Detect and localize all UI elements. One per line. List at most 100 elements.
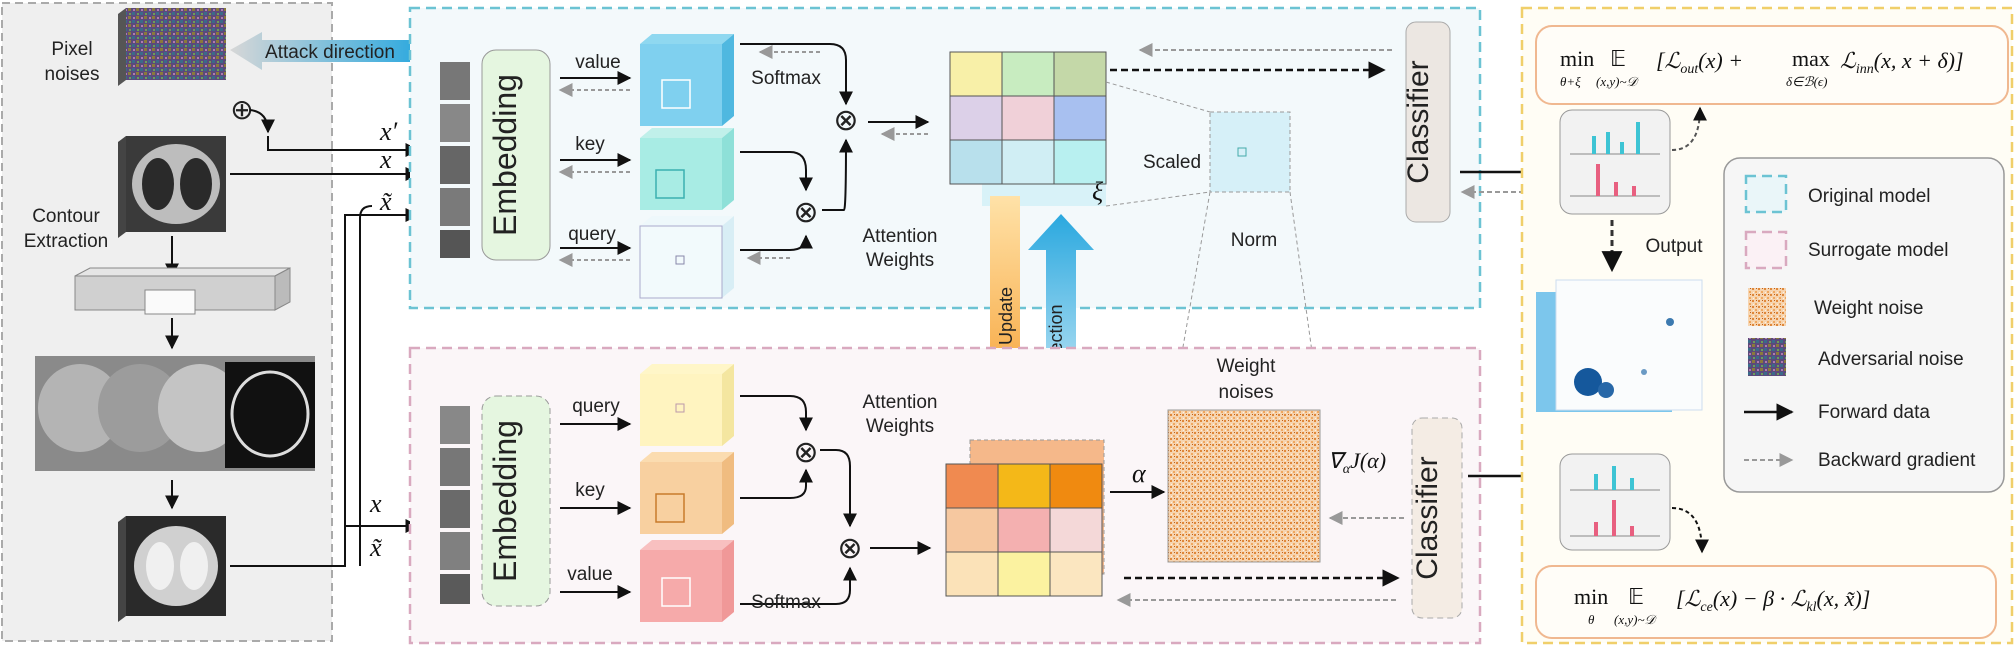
top-formula-body-1: [ℒout(x) + — [1656, 48, 1743, 77]
top-token-images — [440, 62, 470, 258]
bottom-classifier-box — [1411, 417, 1463, 619]
bottom-otimes-lower: ⊗ — [837, 532, 862, 565]
top-attention-weights-1: Attention — [863, 226, 938, 247]
legend-swatch-weight-noise — [1748, 288, 1786, 326]
top-formula-box — [1535, 25, 2009, 105]
top-formula-min: min — [1560, 46, 1594, 71]
bottom-attention-weights-2: Weights — [866, 416, 934, 437]
top-otimes-upper: ⊗ — [833, 104, 858, 137]
top-formula-body-2: ℒinn(x, x + δ)] — [1840, 48, 1964, 77]
input-lines — [230, 136, 420, 567]
top-value-cube — [640, 34, 734, 126]
gradient-label: ∇αJ(α) — [1328, 448, 1386, 477]
gradient-rest: J(α) — [1350, 448, 1386, 473]
top-formula-min-sub: θ+ξ — [1560, 74, 1581, 89]
legend-forward: Forward data — [1818, 402, 1930, 423]
legend-swatch-original — [1744, 174, 1788, 214]
top-value-label: value — [575, 52, 620, 73]
bottom-formula-box — [1535, 565, 1997, 639]
bottom-value-cube — [640, 540, 734, 622]
bottom-embedding-label: Embedding — [487, 420, 523, 582]
top-formula-max: max — [1792, 46, 1830, 71]
output-heatmap — [1536, 279, 1703, 412]
top-classifier-label: Classifier — [1402, 60, 1435, 183]
legend-adversarial-noise: Adversarial noise — [1818, 349, 1964, 370]
update-label: Update — [996, 287, 1016, 345]
top-softmax-label: Softmax — [751, 68, 821, 89]
top-key-cube — [640, 128, 734, 210]
input-x-tilde-bottom: x̃ — [369, 533, 383, 562]
top-embedding-label: Embedding — [487, 74, 523, 236]
bottom-query-label: query — [572, 396, 620, 417]
oplus-symbol: ⊕ — [230, 94, 253, 125]
bottom-classifier-label: Classifier — [1411, 456, 1444, 579]
top-otimes-lower: ⊗ — [793, 196, 818, 229]
top-query-cube — [639, 216, 734, 299]
input-x-prime: x′ — [379, 117, 398, 146]
bottom-attention-matrix — [945, 439, 1105, 597]
input-x-bottom: x — [369, 489, 382, 518]
scaled-label: Scaled — [1143, 152, 1201, 173]
bottom-formula-min-sub: θ — [1588, 612, 1595, 627]
contour-extraction-label-2: Extraction — [24, 231, 108, 252]
scaled-box — [1209, 111, 1291, 193]
bottom-formula-body: [ℒce(x) − β · ℒkl(x, x̃)] — [1676, 586, 1870, 615]
output-label: Output — [1645, 236, 1703, 257]
pixel-noise-image — [118, 8, 226, 86]
top-formula-max-sub: δ∈ℬ(ϵ) — [1786, 74, 1827, 89]
input-x: x — [379, 145, 392, 174]
top-attention-matrix — [949, 51, 1107, 206]
bottom-formula: min θ 𝔼 (x,y)~𝒟 [ℒce(x) − β · ℒkl(x, x̃)… — [1574, 584, 1870, 627]
legend-swatch-adversarial-noise — [1748, 338, 1786, 376]
top-classifier-box — [1405, 21, 1451, 223]
attack-direction-arrow — [230, 32, 422, 70]
top-query-label: query — [568, 224, 616, 245]
norm-label: Norm — [1231, 230, 1277, 251]
pixel-noises-label-1: Pixel — [51, 39, 92, 60]
legend-weight-noise: Weight noise — [1814, 298, 1924, 319]
contour-bar — [74, 267, 291, 315]
top-output-histogram — [1559, 109, 1671, 215]
bottom-token-images — [440, 406, 470, 604]
bottom-query-cube — [640, 364, 734, 446]
legend-original: Original model — [1808, 186, 1931, 207]
top-formula: min θ+ξ 𝔼 (x,y)~𝒟 [ℒout(x) + max δ∈ℬ(ϵ) … — [1560, 46, 1964, 89]
legend-box — [1723, 157, 2005, 493]
ct-strip-image — [35, 356, 315, 471]
bottom-otimes-upper: ⊗ — [793, 436, 818, 469]
injection-arrow — [1028, 214, 1094, 426]
legend-swatch-surrogate — [1744, 230, 1788, 270]
bottom-embedding-box — [481, 395, 551, 607]
scaled-box-inner — [1237, 147, 1247, 157]
top-key-label: key — [575, 134, 605, 155]
weight-noises-label-2: noises — [1219, 382, 1274, 403]
legend-surrogate: Surrogate model — [1808, 240, 1948, 261]
pixel-noises-label-2: noises — [45, 64, 100, 85]
xi-symbol: ξ — [1092, 177, 1104, 206]
original-model-panel — [408, 6, 1482, 310]
update-arrow — [972, 196, 1038, 430]
top-formula-e: 𝔼 — [1610, 46, 1626, 71]
ct-slice-image — [118, 136, 226, 238]
top-attention-weights-2: Weights — [866, 250, 934, 271]
bottom-formula-e-sub: (x,y)~𝒟 — [1614, 612, 1657, 627]
bottom-key-label: key — [575, 480, 605, 501]
gradient-sub: α — [1343, 462, 1351, 477]
input-x-tilde: x̃ — [379, 187, 393, 216]
weight-noises-label-1: Weight — [1217, 356, 1277, 377]
bottom-output-histogram — [1559, 453, 1671, 551]
contour-extraction-label-1: Contour — [32, 206, 100, 227]
bottom-softmax-label: Softmax — [751, 592, 821, 613]
bottom-key-cube — [640, 452, 734, 534]
alpha-symbol: α — [1132, 459, 1147, 488]
bottom-value-label: value — [567, 564, 612, 585]
bottom-attention-weights-1: Attention — [863, 392, 938, 413]
attack-direction-label: Attack direction — [265, 42, 395, 63]
gradient-nabla: ∇ — [1328, 448, 1347, 473]
bottom-formula-min: min — [1574, 584, 1608, 609]
legend-backward: Backward gradient — [1818, 450, 1976, 471]
bottom-formula-e: 𝔼 — [1628, 584, 1644, 609]
weight-noise-image — [1167, 409, 1321, 563]
top-formula-e-sub: (x,y)~𝒟 — [1596, 74, 1639, 89]
